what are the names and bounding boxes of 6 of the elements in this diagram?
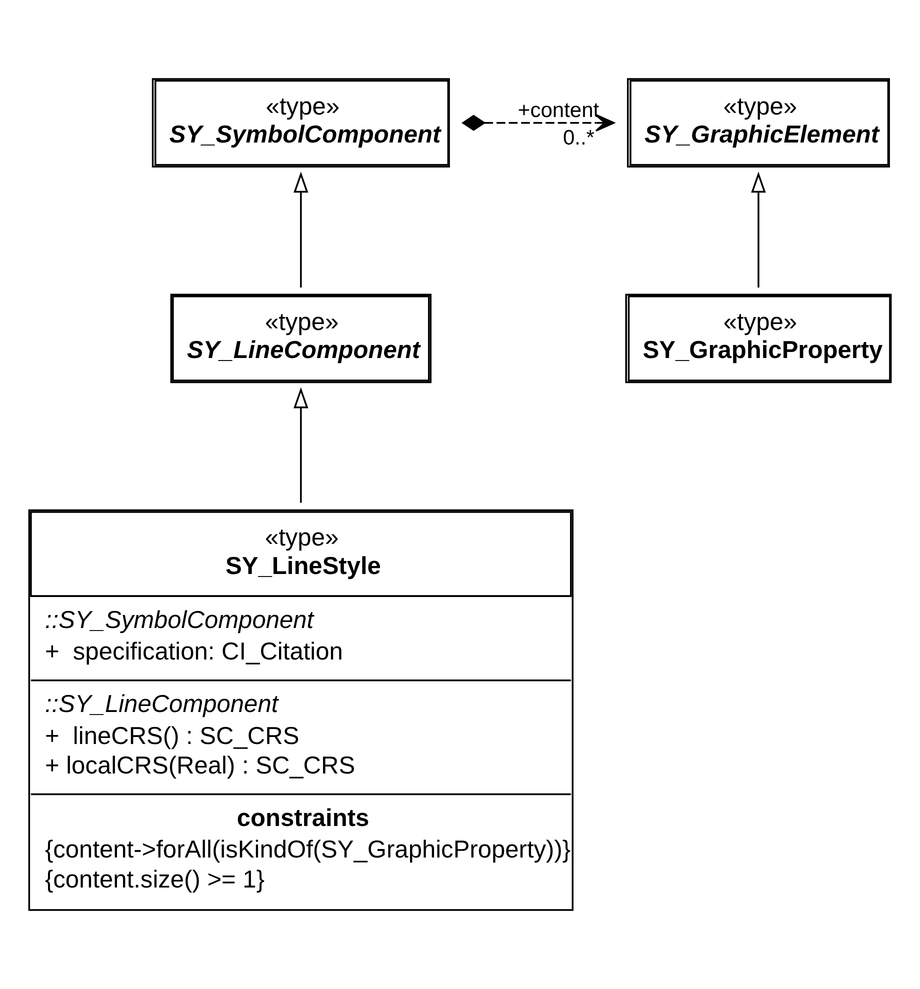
arrow (462, 114, 615, 132)
edge-label: +content (518, 98, 600, 122)
arrow (751, 172, 766, 288)
arrow (294, 172, 308, 288)
label: 0..* (562, 126, 594, 150)
arrow (294, 387, 308, 503)
